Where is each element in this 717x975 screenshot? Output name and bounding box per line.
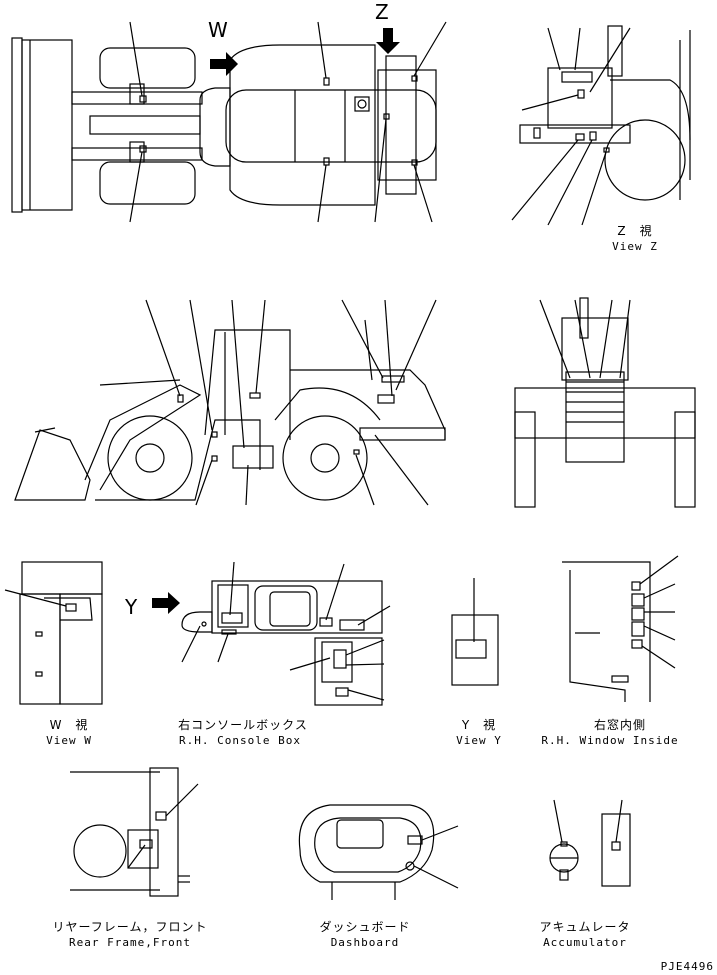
window-jp-label: 右窓内側	[593, 718, 646, 732]
window-inside-drawing	[562, 555, 679, 702]
arrow-w-icon	[210, 52, 238, 76]
dashboard-en-label: Dashboard	[330, 936, 400, 949]
window-en-label: R.H. Window Inside	[541, 734, 679, 747]
accumulator-drawing	[549, 799, 631, 887]
dashboard-jp-label: ダッシュボード	[319, 920, 411, 934]
console-box-drawing	[181, 561, 391, 706]
marker-y: Y	[125, 595, 138, 619]
side-view	[14, 299, 446, 506]
view-w-en-label: View W	[46, 734, 92, 747]
view-z-drawing	[511, 25, 691, 226]
rear-frame-jp-label: リヤーフレーム，フロント	[52, 920, 208, 934]
accumulator-en-label: Accumulator	[543, 936, 627, 949]
console-jp-label: 右コンソールボックス	[178, 718, 308, 732]
arrow-y-icon	[152, 592, 180, 614]
rear-frame-en-label: Rear Frame,Front	[69, 936, 191, 949]
view-w-jp-label: W 視	[49, 718, 89, 732]
view-y-jp-label: Y 視	[461, 718, 497, 732]
marker-z: Z	[375, 0, 389, 24]
rear-frame-drawing	[70, 767, 199, 897]
view-w-drawing	[4, 561, 103, 705]
front-view	[514, 297, 696, 508]
view-y-drawing	[451, 578, 499, 686]
view-z-jp-label: Z 視	[617, 224, 653, 238]
top-plan-view	[11, 21, 447, 223]
accumulator-jp-label: アキュムレータ	[539, 920, 631, 934]
arrow-z-icon	[376, 28, 400, 54]
console-en-label: R.H. Console Box	[179, 734, 301, 747]
drawing-code: PJE4496	[660, 960, 714, 973]
view-z-en-label: View Z	[612, 240, 658, 253]
view-y-en-label: View Y	[456, 734, 502, 747]
dashboard-drawing	[298, 804, 459, 900]
marker-w: W	[208, 18, 228, 42]
